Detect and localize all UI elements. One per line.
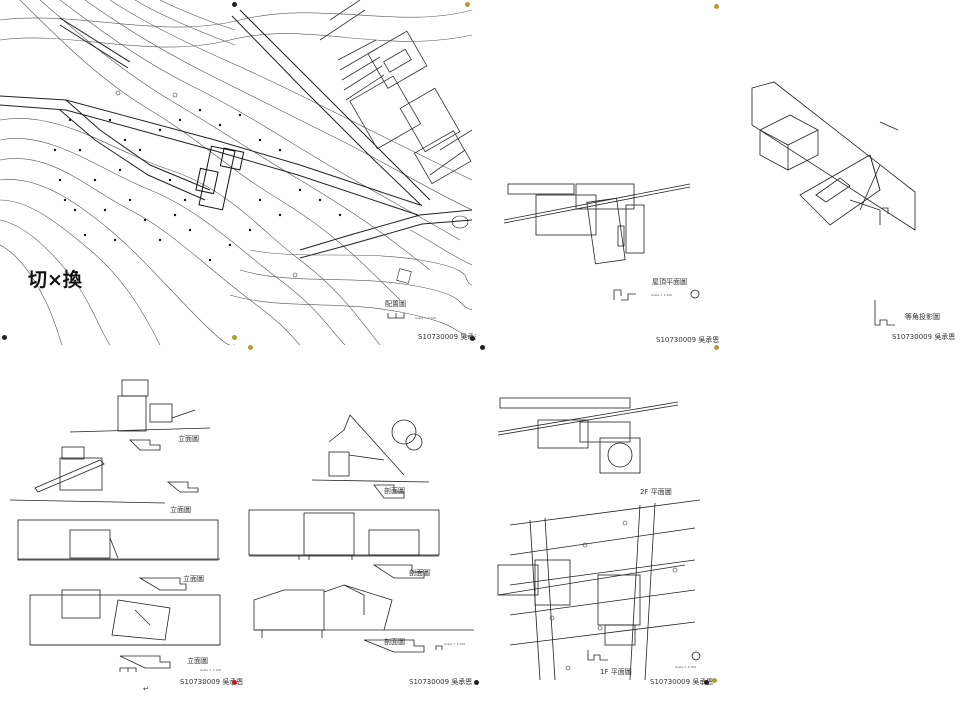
sections-scale: Scale = 1:100 bbox=[444, 642, 466, 646]
section-label-2: 剖面圖 bbox=[409, 569, 430, 577]
pin-icon bbox=[232, 2, 237, 7]
roof-plan-signature: S10730009 吳承恩 bbox=[656, 336, 720, 344]
pin-icon bbox=[2, 335, 7, 340]
pin-icon bbox=[712, 678, 717, 683]
roof-plan-label: 屋頂平面圖 bbox=[652, 278, 687, 286]
floor-plan-label-1f: 1F 平面圖 bbox=[600, 668, 632, 676]
site-plan-drawing bbox=[0, 0, 472, 345]
pin-icon bbox=[474, 680, 479, 685]
elevations-scale: Scale = 1:100 bbox=[200, 668, 222, 672]
site-plan-label: 配置圖 bbox=[385, 300, 406, 308]
elevation-label-1: 立面圖 bbox=[178, 435, 199, 443]
site-plan-signature: S10730009 吳承杰 bbox=[418, 333, 482, 341]
elevations-drawing bbox=[9, 379, 221, 672]
section-label-3: 剖面圖 bbox=[384, 638, 405, 646]
pin-icon bbox=[232, 680, 237, 685]
sections-sheet: 剖面圖 剖面圖 剖面圖 Scale = 1:100 S10730009 吳承恩 bbox=[244, 360, 476, 703]
pin-icon bbox=[465, 2, 470, 7]
roof-plan-sheet: 屋頂平面圖 Scale = 1:100 S10730009 吳承恩 bbox=[476, 0, 728, 345]
elevation-label-2: 立面圖 bbox=[170, 506, 191, 514]
floor-plan-label-2f: 2F 平面圖 bbox=[640, 488, 672, 496]
floor-plans-drawing bbox=[497, 397, 701, 681]
roof-plan-drawing bbox=[503, 183, 700, 301]
sections-drawing bbox=[248, 414, 474, 653]
isometric-sheet: 等角投影圖 S10730009 吳承恩 bbox=[730, 0, 968, 345]
site-plan-sheet: 切×換 配置圖 Scale = 1:500 S10730009 吳承杰 bbox=[0, 0, 481, 345]
isometric-label: 等角投影圖 bbox=[905, 313, 940, 321]
floor-plans-scale: Scale = 1:100 bbox=[675, 665, 697, 669]
elevation-label-3: 立面圖 bbox=[183, 575, 204, 583]
pin-icon bbox=[714, 345, 719, 350]
isometric-signature: S10730009 吳承恩 bbox=[892, 333, 956, 341]
return-mark: ↵ bbox=[143, 685, 149, 693]
pin-icon bbox=[232, 335, 237, 340]
roof-plan-scale: Scale = 1:100 bbox=[651, 293, 673, 297]
elevations-signature: S10730009 吳承恩 bbox=[180, 678, 244, 686]
floor-plans-signature: S10730009 吳承恩 bbox=[650, 678, 714, 686]
pin-icon bbox=[470, 336, 475, 341]
elevation-label-4: 立面圖 bbox=[187, 657, 208, 665]
sections-signature: S10730009 吳承恩 bbox=[409, 678, 473, 686]
floor-plans-sheet: 2F 平面圖 1F 平面圖 Scale = 1:100 S10730009 吳承… bbox=[480, 360, 714, 703]
isometric-drawing bbox=[751, 81, 916, 326]
pin-icon bbox=[480, 345, 485, 350]
pin-icon bbox=[248, 345, 253, 350]
section-label-1: 剖面圖 bbox=[384, 487, 405, 495]
elevations-sheet: 立面圖 立面圖 立面圖 立面圖 Scale = 1:100 S10730009 … bbox=[0, 360, 244, 703]
pin-icon bbox=[714, 4, 719, 9]
site-plan-scale: Scale = 1:500 bbox=[415, 316, 437, 320]
project-title: 切×換 bbox=[28, 269, 82, 291]
pin-icon bbox=[704, 680, 709, 685]
